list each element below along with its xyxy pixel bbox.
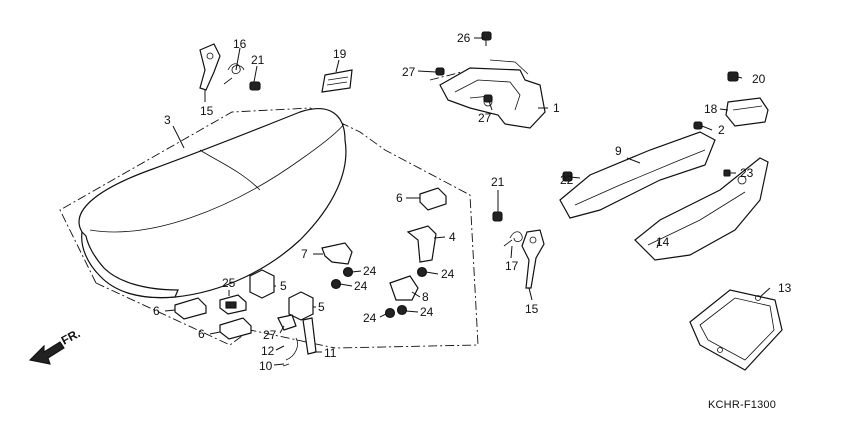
lock-cable-11 (302, 317, 317, 355)
clip-10 (282, 337, 298, 367)
side-cover-left (559, 131, 716, 219)
cushion-6-top (419, 187, 447, 211)
callout-22: 22 (560, 173, 574, 187)
callout-14: 14 (656, 235, 670, 249)
callout-27-b: 27 (478, 111, 492, 125)
cushion-5-b (288, 291, 314, 321)
diagram-code: KCHR-F1300 (708, 399, 776, 411)
pad-group-outline (95, 282, 336, 349)
bracket-8 (389, 275, 419, 301)
spring-left (223, 63, 245, 85)
callout-18: 18 (704, 102, 718, 116)
screw-27-b (483, 94, 493, 103)
cushion-6-b (219, 317, 252, 340)
callout-20: 20 (752, 72, 766, 86)
callout-13: 13 (778, 281, 792, 295)
callout-9: 9 (615, 144, 622, 158)
callout-26: 26 (457, 31, 471, 45)
callout-24-c: 24 (441, 267, 455, 281)
callout-24-d: 24 (363, 311, 377, 325)
callout-11: 11 (324, 346, 337, 360)
hinge-bracket-left (199, 43, 221, 91)
callout-6-b: 6 (198, 327, 205, 341)
callout-21-left: 21 (251, 53, 265, 67)
cushion-6-a (174, 297, 207, 320)
pad-25 (219, 294, 247, 315)
screw-27-a (435, 67, 445, 76)
caution-label (321, 69, 353, 93)
callout-17: 17 (505, 259, 519, 273)
callout-labels: 3 16 21 15 19 26 27 27 1 20 18 2 9 22 23… (153, 31, 792, 373)
callout-7: 7 (301, 247, 308, 261)
screw-23 (723, 169, 731, 177)
callout-5-b: 5 (318, 300, 325, 314)
callout-10: 10 (259, 359, 273, 373)
callout-24-a: 24 (363, 264, 377, 278)
seat-group-outline (59, 107, 479, 349)
callout-3: 3 (164, 113, 171, 127)
front-marker: FR. (59, 326, 83, 347)
tail-bracket (439, 59, 546, 129)
callout-25: 25 (222, 276, 236, 290)
callout-4: 4 (449, 230, 456, 244)
bolt-22 (562, 171, 573, 182)
side-cover-right (634, 157, 769, 261)
storage-tray (689, 289, 783, 371)
callout-23: 23 (740, 166, 754, 180)
callout-2: 2 (718, 123, 725, 137)
bolt-right (492, 211, 503, 222)
callout-6-a: 6 (153, 304, 160, 318)
seat (78, 108, 347, 299)
part-18 (725, 97, 769, 127)
callout-8: 8 (422, 290, 429, 304)
screw-top (481, 31, 492, 46)
part-12 (277, 314, 297, 331)
hinge-bracket-right (521, 229, 545, 289)
callout-5-a: 5 (280, 279, 287, 293)
spring-right (503, 231, 523, 247)
cushion-5-a (249, 269, 275, 299)
callout-12: 12 (261, 344, 275, 358)
callout-15-right: 15 (525, 302, 539, 316)
bracket-7 (321, 242, 353, 265)
callout-6-top: 6 (396, 191, 403, 205)
callout-27-c: 27 (263, 328, 277, 342)
nuts-24 (330, 266, 428, 319)
callout-16: 16 (233, 37, 247, 51)
bracket-4 (406, 225, 437, 263)
screw-2 (693, 121, 703, 130)
callout-24-e: 24 (420, 305, 434, 319)
callout-19: 19 (333, 47, 347, 61)
callout-27-a: 27 (402, 65, 416, 79)
callout-15-left: 15 (200, 104, 214, 118)
bolt-20 (727, 71, 739, 82)
bolt-left (249, 81, 261, 91)
callout-21-right: 21 (491, 175, 505, 189)
callout-24-b: 24 (354, 279, 368, 293)
front-direction-arrow: FR. (28, 326, 83, 365)
callout-1: 1 (553, 101, 560, 115)
leader-lines (164, 37, 771, 366)
